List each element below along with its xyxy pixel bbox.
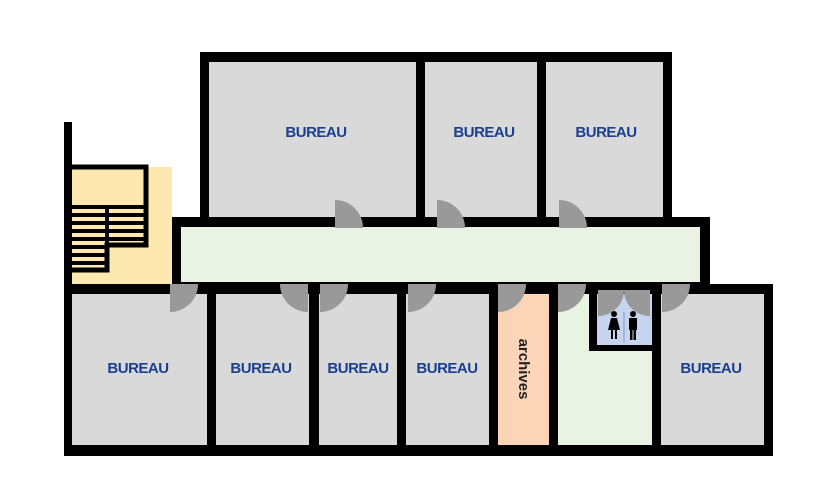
door-icon[interactable] xyxy=(559,200,587,228)
door-icon[interactable] xyxy=(598,290,624,316)
room-label: BUREAU xyxy=(575,124,636,141)
door-icon[interactable] xyxy=(335,200,363,228)
room-label: BUREAU xyxy=(680,360,741,377)
door-icon[interactable] xyxy=(320,284,348,312)
toilet-men-icon xyxy=(629,311,637,340)
room-label: BUREAU xyxy=(416,360,477,377)
archives-label: archives xyxy=(515,339,532,400)
door-icon[interactable] xyxy=(558,284,586,312)
office-right xyxy=(661,294,764,445)
office-top-1 xyxy=(209,62,416,218)
corridor-link xyxy=(172,227,181,256)
door-icon[interactable] xyxy=(408,284,436,312)
door-icon[interactable] xyxy=(624,290,650,316)
office-top-2 xyxy=(425,62,537,218)
office-bottom-1 xyxy=(72,294,207,445)
left-wall xyxy=(64,122,72,292)
room-label: BUREAU xyxy=(285,124,346,141)
door-icon[interactable] xyxy=(280,284,308,312)
door-icon[interactable] xyxy=(170,284,198,312)
doors xyxy=(170,200,690,316)
toilet-women-icon xyxy=(608,311,620,339)
door-icon[interactable] xyxy=(498,284,526,312)
room-label: BUREAU xyxy=(230,360,291,377)
stairwell xyxy=(68,167,172,285)
door-icon[interactable] xyxy=(437,200,465,228)
office-bottom-2 xyxy=(216,294,309,445)
archives-room xyxy=(498,294,549,445)
room-label: BUREAU xyxy=(453,124,514,141)
office-top-3 xyxy=(546,62,663,218)
room-label: BUREAU xyxy=(107,360,168,377)
room-label: BUREAU xyxy=(327,360,388,377)
stairs-icon xyxy=(72,164,149,273)
door-icon[interactable] xyxy=(662,284,690,312)
corridor xyxy=(181,227,700,282)
office-bottom-3 xyxy=(319,294,397,445)
office-bottom-4 xyxy=(406,294,489,445)
